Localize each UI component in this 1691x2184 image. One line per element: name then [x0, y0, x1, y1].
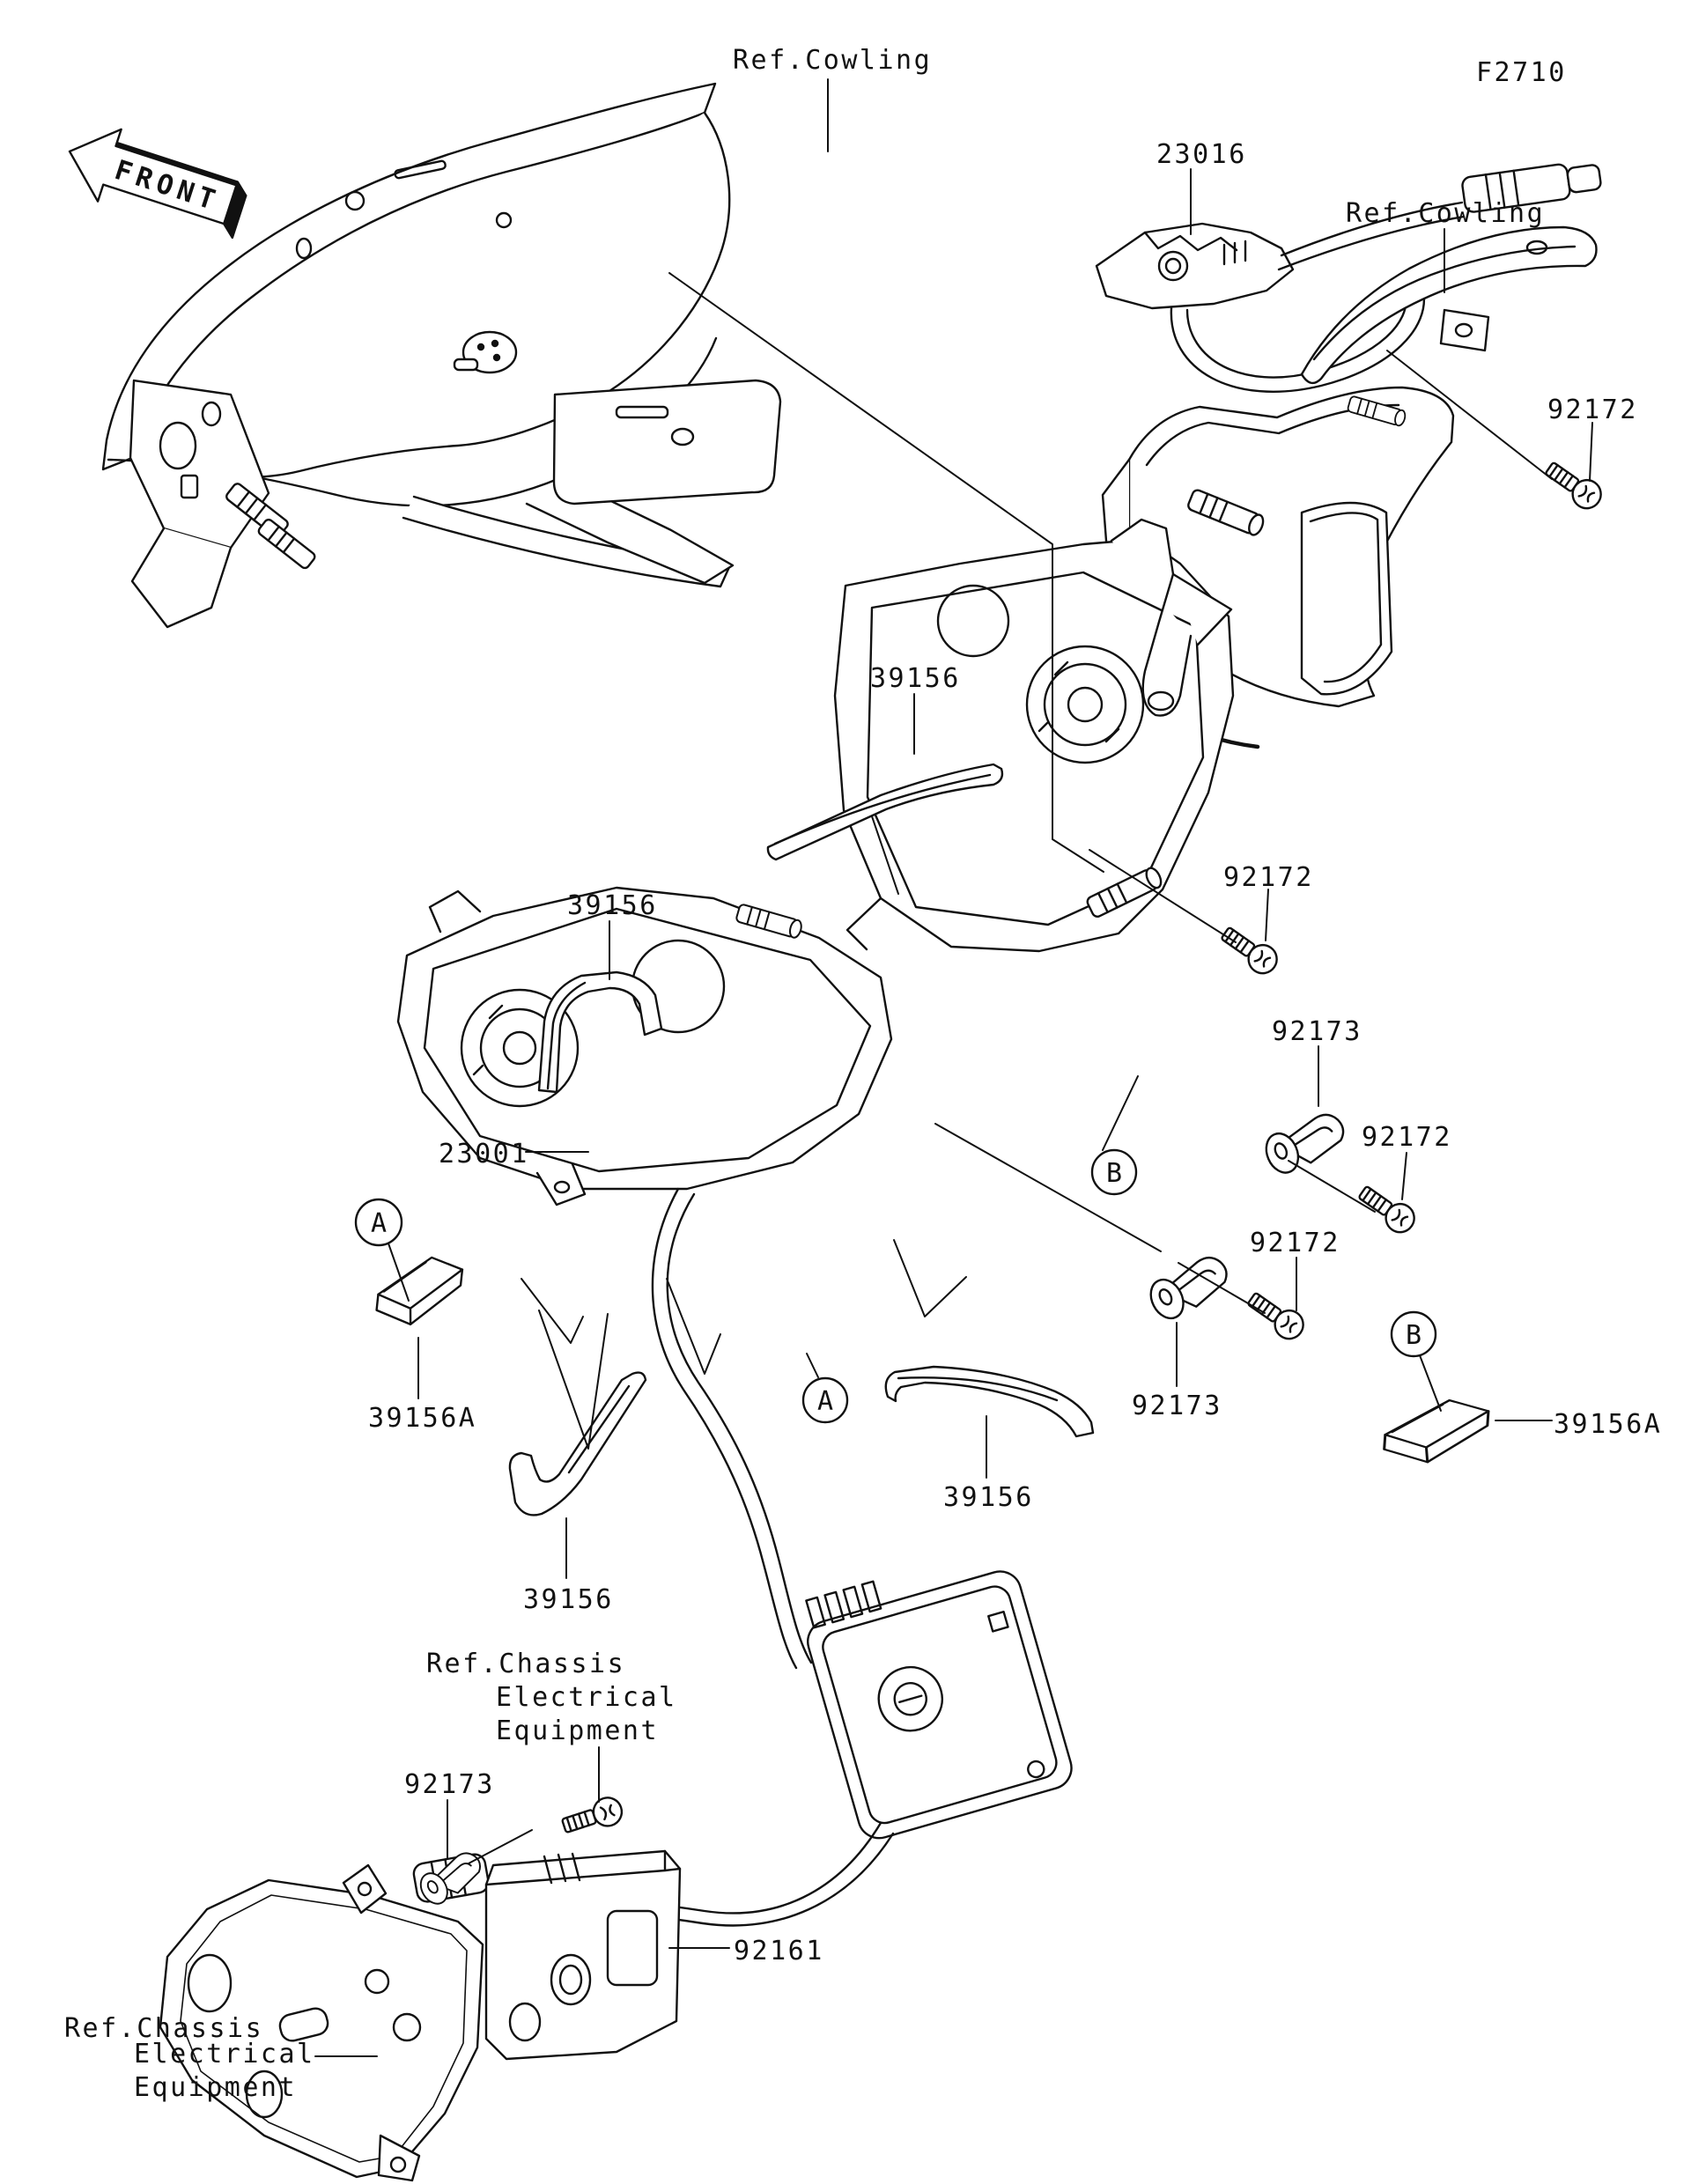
headlamp-right-drawing — [833, 518, 1235, 953]
detail-marker-a-2-text: A — [817, 1386, 833, 1417]
headlamp-left-drawing — [396, 886, 893, 1206]
screw-92172-right-upper — [1215, 920, 1284, 980]
label-clamp-92173-right: 92173 — [1272, 1016, 1362, 1047]
label-screw-92172-rl: 92172 — [1362, 1122, 1452, 1153]
label-clamp-92173-center: 92173 — [1132, 1391, 1222, 1421]
front-direction-marker: FRONT — [68, 128, 247, 240]
screw-92172-top — [1540, 455, 1608, 515]
detail-marker-b-1: B — [1090, 1148, 1138, 1196]
leader-lines — [314, 78, 1593, 2057]
label-clamp-92173-bottom: 92173 — [404, 1769, 495, 1800]
label-part-23001: 23001 — [439, 1139, 529, 1169]
part-labels: Ref.Cowling F2710 23016 Ref.Cowling 9217… — [64, 45, 1662, 2103]
label-screw-92172-ru: 92172 — [1223, 862, 1314, 893]
label-ref-chassis-mid-1: Ref.Chassis — [426, 1649, 625, 1679]
label-ref-chassis-bot-3: Equipment — [134, 2072, 297, 2103]
label-trim-39156-left: 39156 — [567, 890, 658, 921]
label-figure-code: F2710 — [1476, 57, 1567, 88]
detail-markers: A A B B — [354, 1148, 1437, 1424]
clamp-92173-center — [1139, 1248, 1230, 1333]
label-trim-39156a-left: 39156A — [368, 1403, 476, 1434]
label-ref-cowling-right: Ref.Cowling — [1346, 198, 1545, 229]
wedge-39156a-right — [1382, 1394, 1491, 1468]
detail-marker-a-1-text: A — [371, 1208, 387, 1239]
trim-strips-drawing — [508, 763, 1095, 1516]
label-ref-chassis-mid-2: Electrical — [496, 1682, 677, 1713]
label-ref-chassis-bot-1: Ref.Chassis — [64, 2013, 263, 2044]
detail-marker-a-2: A — [801, 1376, 849, 1424]
label-damper-92161: 92161 — [734, 1936, 824, 1966]
label-trim-39156-top: 39156 — [870, 663, 961, 694]
label-ref-cowling-top: Ref.Cowling — [733, 45, 932, 76]
detail-marker-b-2-text: B — [1406, 1320, 1421, 1351]
detail-marker-b-1-text: B — [1106, 1158, 1122, 1189]
wedge-39156a-left — [374, 1251, 465, 1331]
bracket-assembly-drawing — [159, 1849, 682, 2182]
screw-92172-right-lower — [1353, 1179, 1421, 1239]
clamp-92173-right — [1252, 1101, 1348, 1191]
wiring-ecu-drawing — [412, 1187, 1073, 1927]
label-trim-39156-bl: 39156 — [523, 1584, 614, 1615]
detail-marker-a-1: A — [354, 1198, 403, 1247]
screw-92173-bottom — [558, 1793, 627, 1841]
upper-cowling-drawing — [101, 82, 782, 629]
label-trim-39156a-right: 39156A — [1554, 1409, 1662, 1440]
label-part-23016: 23016 — [1156, 139, 1247, 170]
label-trim-39156-center: 39156 — [943, 1482, 1034, 1513]
detail-marker-b-2: B — [1390, 1310, 1437, 1358]
meter-unit-23016-drawing — [1095, 163, 1602, 393]
screw-92172-center — [1242, 1286, 1311, 1346]
label-ref-chassis-bot-2: Electrical — [134, 2039, 315, 2070]
label-ref-chassis-mid-3: Equipment — [496, 1715, 659, 1746]
label-screw-92172-center: 92172 — [1250, 1228, 1340, 1258]
label-screw-92172-top: 92172 — [1547, 395, 1638, 425]
